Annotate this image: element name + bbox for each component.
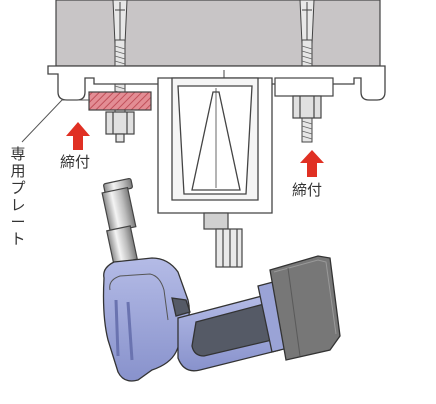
up-arrow-icon [300, 150, 324, 177]
washer-nut-right [274, 77, 334, 119]
concrete-slab [55, 0, 381, 67]
hanger-bracket [157, 77, 273, 214]
tighten-label-right: 締付 [292, 181, 323, 199]
nut-left [105, 111, 135, 143]
plate-leader-line [21, 99, 90, 143]
impact-driver [102, 255, 341, 382]
tool-socket [101, 177, 138, 265]
anchor-bolt-right [299, 0, 315, 45]
bracket-stud [203, 212, 243, 268]
plate-label: 専用プレート [10, 145, 26, 248]
anchor-bolt-left [112, 0, 128, 45]
up-arrow-icon [66, 122, 90, 150]
dedicated-plate [88, 91, 152, 111]
tighten-label-left: 締付 [60, 153, 91, 171]
